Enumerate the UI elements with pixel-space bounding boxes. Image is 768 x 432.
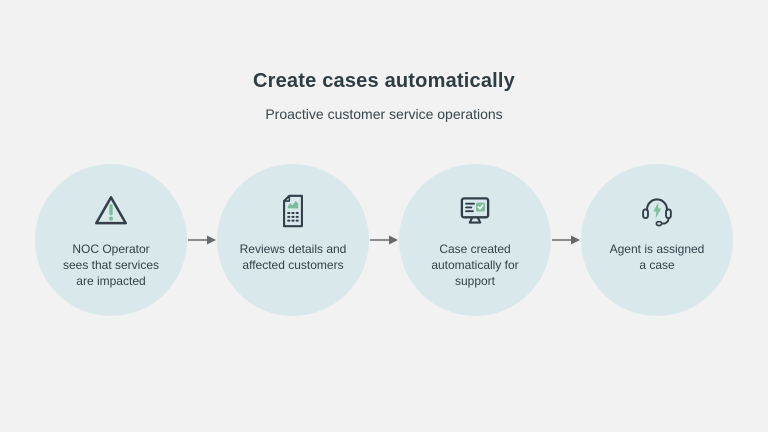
step-label: Agent is assigned a case	[609, 242, 705, 272]
process-flow: NOC Operator sees that services are impa…	[0, 164, 768, 316]
step-case-created: Case created automatically for support	[399, 164, 551, 316]
step-review-details: Reviews details and affected customers	[217, 164, 369, 316]
page-subtitle: Proactive customer service operations	[265, 106, 503, 122]
page-title: Create cases automatically	[252, 70, 515, 92]
arrow-right-icon	[551, 234, 581, 246]
header: Create cases automatically Proactive cus…	[0, 0, 768, 123]
step-label: Reviews details and affected customers	[239, 242, 347, 272]
arrow-right-icon	[369, 234, 399, 246]
step-label: Case created automatically for support	[431, 242, 519, 288]
report-document-icon	[272, 190, 314, 232]
step-label: NOC Operator sees that services are impa…	[62, 242, 160, 288]
agent-headset-icon	[636, 190, 678, 232]
monitor-check-icon	[454, 190, 496, 232]
arrow-right-icon	[187, 234, 217, 246]
warning-triangle-icon	[90, 190, 132, 232]
step-agent-assigned: Agent is assigned a case	[581, 164, 733, 316]
step-noc-operator: NOC Operator sees that services are impa…	[35, 164, 187, 316]
